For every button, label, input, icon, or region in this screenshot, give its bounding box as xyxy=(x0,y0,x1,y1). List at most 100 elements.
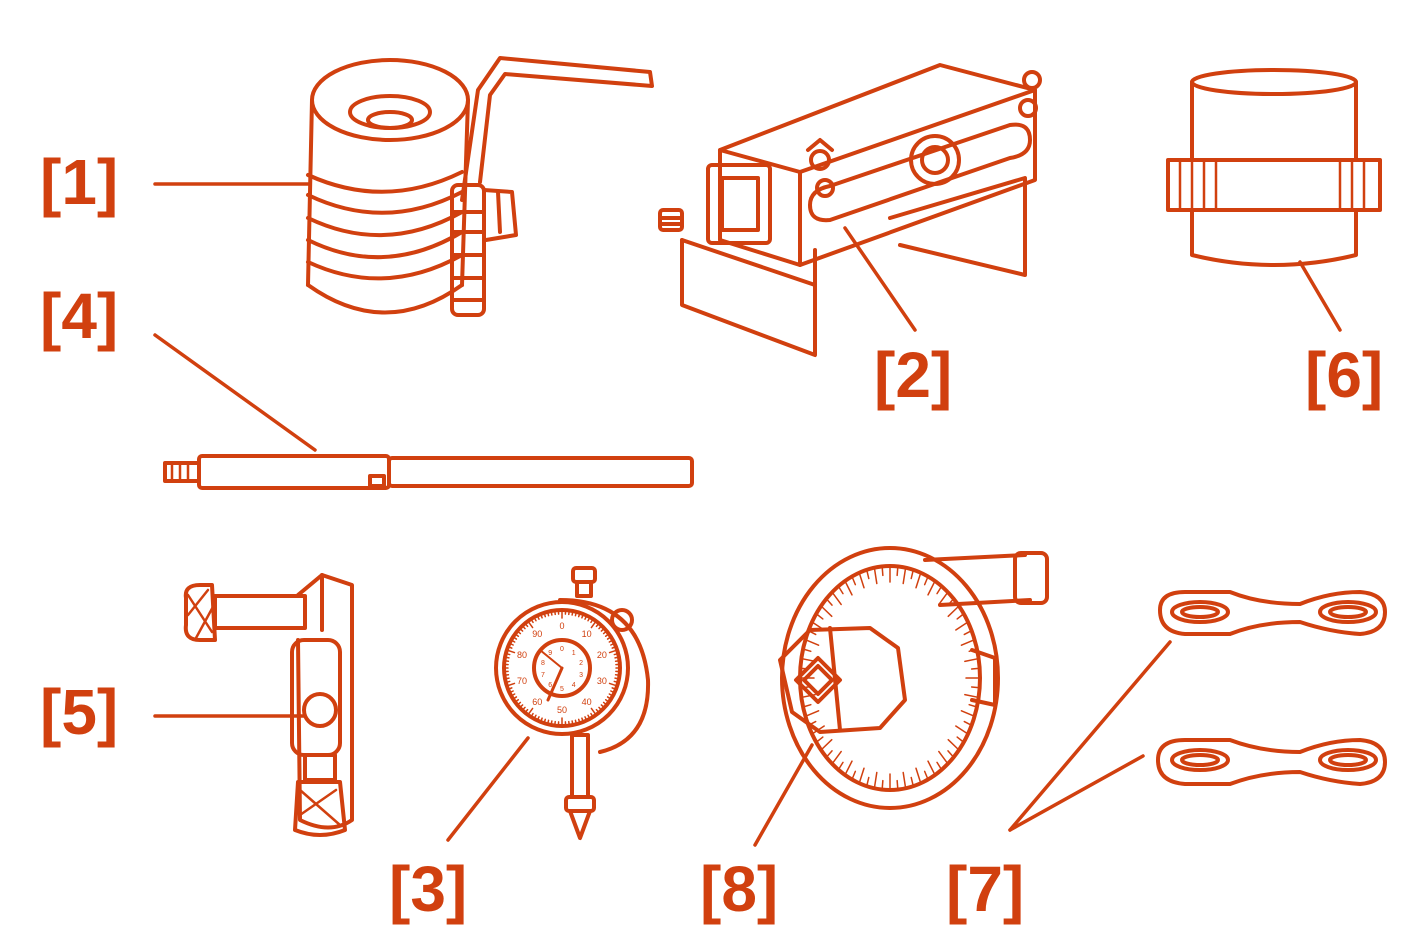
dial-holder-clamp-icon xyxy=(183,573,354,837)
wheel-tick xyxy=(915,767,922,784)
dial-tick xyxy=(608,682,618,687)
dial-tick xyxy=(574,611,578,617)
dial-tick xyxy=(614,677,620,680)
leader-8 xyxy=(753,743,814,847)
dial-tick xyxy=(611,687,617,691)
link-plates-icon xyxy=(1156,590,1387,786)
wheel-tick xyxy=(968,703,978,708)
dial-tick xyxy=(614,674,621,677)
dial-inner-number: 8 xyxy=(541,660,545,667)
dial-tick xyxy=(506,649,516,654)
dial-outer-number: 80 xyxy=(517,650,527,660)
dial-tick xyxy=(606,636,612,640)
wheel-tick xyxy=(963,629,973,636)
leader-7a xyxy=(1008,640,1172,832)
dial-tick xyxy=(571,720,574,726)
dial-outer-number: 30 xyxy=(597,676,607,686)
dial-tick xyxy=(539,717,543,723)
dial-inner-number: 7 xyxy=(541,672,545,679)
dial-tick xyxy=(530,712,534,718)
callout-5: [5] xyxy=(40,676,119,748)
callout-8: [8] xyxy=(700,853,779,925)
dial-tick xyxy=(527,707,534,716)
dial-tick xyxy=(505,680,511,684)
dial-ticks xyxy=(503,609,621,727)
dial-inner-number: 0 xyxy=(560,646,564,653)
wheel-tick xyxy=(804,710,820,718)
wheel-tick xyxy=(947,605,960,618)
wheel-tick xyxy=(844,760,853,776)
wheel-tick xyxy=(938,591,949,606)
dial-inner-number: 2 xyxy=(579,660,583,667)
wheel-tick xyxy=(956,736,965,743)
dial-tick xyxy=(533,714,537,720)
dial-tick xyxy=(550,720,553,726)
dial-tick xyxy=(508,642,514,646)
wheel-tick xyxy=(825,598,833,606)
dial-tick xyxy=(553,609,556,616)
dial-tick xyxy=(510,693,516,697)
wheel-tick xyxy=(915,572,922,589)
wheel-tick xyxy=(858,767,865,784)
dial-tick xyxy=(536,614,540,620)
piston-ring-compressor-icon xyxy=(306,56,654,317)
dial-tick xyxy=(518,627,524,632)
wheel-tick xyxy=(970,686,981,689)
dial-tick xyxy=(608,693,614,697)
wheel-tick xyxy=(831,591,842,606)
wheel-tick xyxy=(844,580,853,596)
callout-1: [1] xyxy=(40,146,119,218)
dial-tick xyxy=(539,613,543,619)
dial-tick xyxy=(614,656,620,659)
wheel-ticks xyxy=(799,565,981,791)
callout-4: [4] xyxy=(40,280,119,352)
dial-tick xyxy=(521,624,526,630)
dial-tick xyxy=(524,708,529,714)
knurled-sleeve-icon xyxy=(1166,68,1382,267)
wheel-tick xyxy=(837,761,844,771)
dial-tick xyxy=(614,659,621,662)
dial-tick xyxy=(604,633,610,638)
wheel-tick xyxy=(851,770,857,781)
wheel-tick xyxy=(896,565,899,577)
callout-2: [2] xyxy=(874,339,953,411)
dial-tick xyxy=(595,622,600,628)
wheel-tick xyxy=(858,572,865,589)
degree-wheel-icon xyxy=(778,546,1049,810)
dial-tick xyxy=(611,645,617,649)
wheel-tick xyxy=(820,738,833,751)
wheel-tick xyxy=(955,725,969,735)
dial-tick xyxy=(604,698,610,703)
dial-tick xyxy=(533,616,537,622)
wheel-tick xyxy=(873,566,878,585)
wheel-tick xyxy=(960,638,976,646)
dial-inner-number: 6 xyxy=(548,682,552,689)
wheel-tick xyxy=(804,638,820,646)
wheel-tick xyxy=(802,648,812,653)
leader-4 xyxy=(153,333,317,452)
dial-tick xyxy=(543,612,547,618)
dial-tick xyxy=(514,633,520,638)
dial-tick xyxy=(610,690,616,694)
dial-tick xyxy=(610,642,616,646)
dial-tick xyxy=(574,719,578,725)
dial-tick xyxy=(613,680,619,684)
dial-tick xyxy=(584,614,588,620)
wheel-tick xyxy=(865,776,870,787)
wheel-tick xyxy=(815,736,824,743)
dial-inner-number: 5 xyxy=(560,686,564,693)
dial-inner-number: 9 xyxy=(548,650,552,657)
dial-tick xyxy=(543,718,547,724)
dial-tick xyxy=(521,706,526,712)
wheel-tick xyxy=(851,575,857,586)
dial-tick xyxy=(581,613,585,619)
dial-tick xyxy=(590,618,594,624)
wheel-tick xyxy=(963,720,973,727)
wheel-tick xyxy=(802,703,812,708)
dial-tick xyxy=(590,620,597,629)
leader-6 xyxy=(1298,260,1342,332)
dial-tick xyxy=(503,659,510,662)
dial-outer-number: 60 xyxy=(532,697,542,707)
threaded-rod-icon xyxy=(163,454,694,490)
wheel-tick xyxy=(831,750,842,765)
